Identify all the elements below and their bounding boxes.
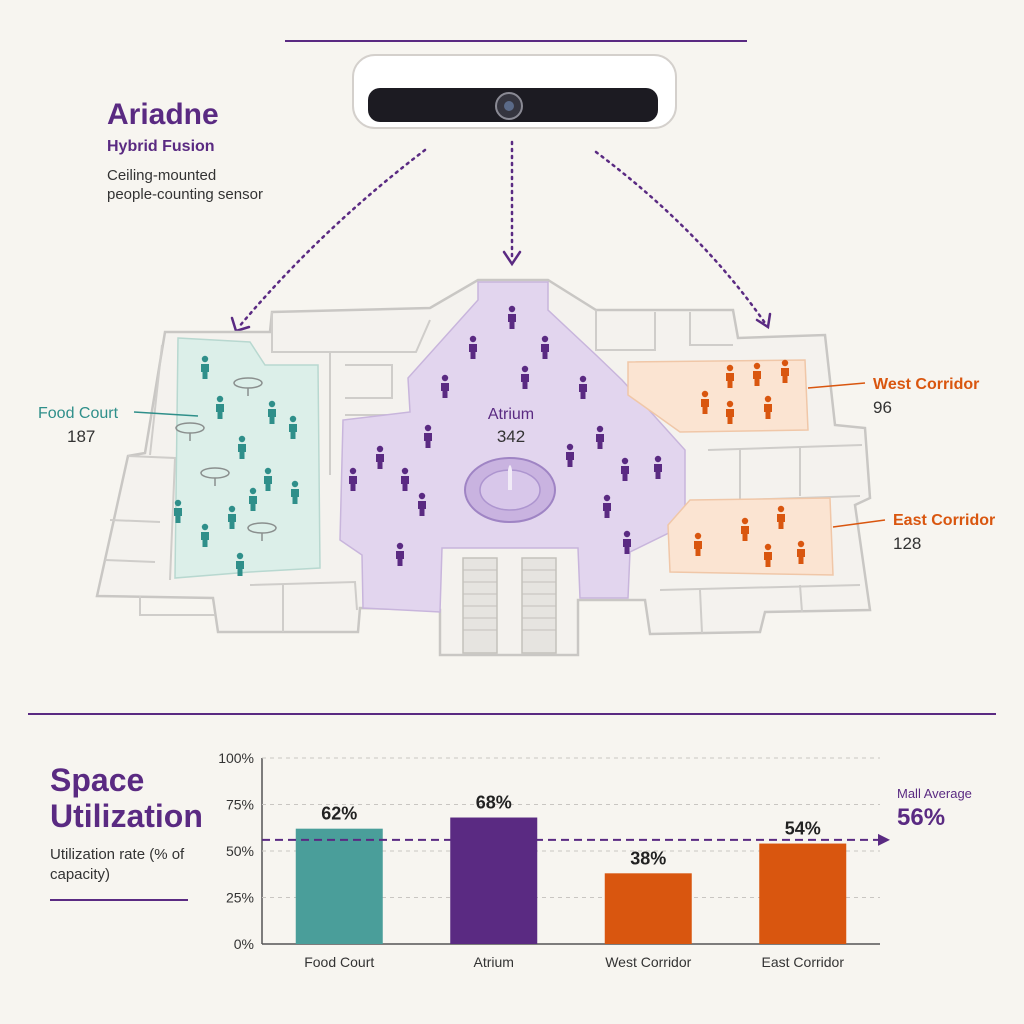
top-divider (285, 40, 747, 42)
zone-count-food-court: 187 (67, 427, 95, 446)
fountain-icon (464, 457, 556, 523)
x-tick-label: Atrium (474, 954, 514, 970)
utilization-chart: 0% 25% 50% 75% 100% 62% Food Court 68% Atrium 38… (218, 750, 890, 970)
utilization-title: Space Utilization (50, 762, 203, 834)
bar (450, 817, 538, 944)
shop-partitions (104, 310, 863, 634)
y-tick-label: 75% (226, 797, 254, 813)
table-icon (175, 377, 277, 541)
zone-count-west-corridor: 96 (873, 398, 892, 417)
mall-average-value: 56% (897, 804, 946, 831)
sensor-coverage-arrows (236, 140, 767, 330)
y-axis-ticks: 0% 25% 50% 75% 100% (218, 750, 254, 952)
y-tick-label: 0% (234, 936, 254, 952)
y-tick-label: 100% (218, 750, 254, 766)
zone-count-east-corridor: 128 (893, 534, 921, 553)
zone-label-food-court: Food Court (38, 405, 119, 422)
y-tick-label: 25% (226, 890, 254, 906)
x-tick-label: West Corridor (605, 954, 691, 970)
x-tick-label: Food Court (304, 954, 374, 970)
atrium-zone (339, 281, 686, 613)
y-tick-label: 50% (226, 843, 254, 859)
section-divider (28, 713, 996, 715)
floor-plan-illustration: Food Court 187 Atrium 342 West Corridor … (38, 54, 995, 657)
bar (604, 873, 692, 944)
escalator-icon (462, 557, 557, 654)
zone-label-east-corridor: East Corridor (893, 512, 995, 529)
west-corridor-zone (627, 359, 809, 433)
x-tick-label: East Corridor (762, 954, 845, 970)
bar-value-label: 38% (630, 848, 666, 868)
brand-title: Ariadne (107, 98, 219, 131)
food-court-zone (174, 337, 321, 579)
bar (759, 843, 847, 944)
ceiling-sensor-icon (352, 54, 677, 129)
utilization-description: Utilization rate (% of capacity) (50, 846, 185, 883)
mall-average-line (262, 833, 890, 846)
zone-count-atrium: 342 (497, 427, 525, 446)
east-corridor-zone (667, 497, 834, 576)
reference-arrowhead (878, 833, 890, 846)
zone-label-west-corridor: West Corridor (873, 376, 979, 393)
bar-value-label: 62% (321, 804, 357, 824)
utilization-underline (50, 899, 188, 901)
brand-description: Ceiling-mounted people-counting sensor (107, 167, 263, 203)
brand-subtitle: Hybrid Fusion (107, 138, 215, 155)
bar (295, 828, 383, 944)
mall-average-label: Mall Average (897, 786, 972, 801)
bar-value-label: 54% (785, 819, 821, 839)
bar-value-label: 68% (476, 793, 512, 813)
chart-bars: 62% Food Court 68% Atrium 38% West Corridor 54… (295, 793, 847, 970)
zone-label-atrium: Atrium (488, 406, 534, 423)
